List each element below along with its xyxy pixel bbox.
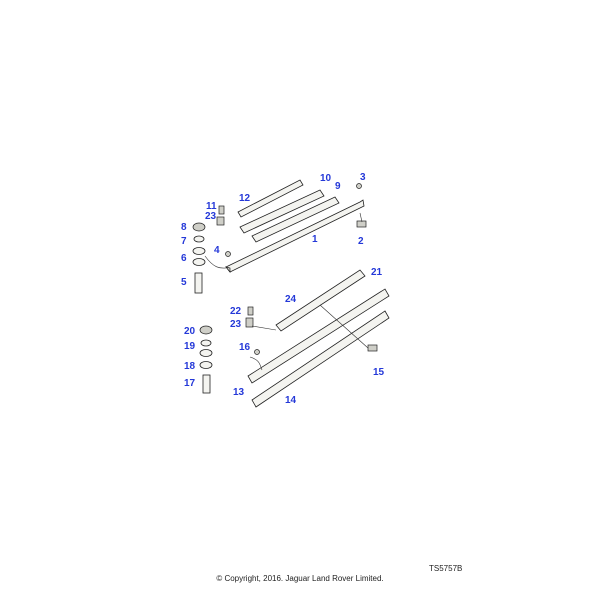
part-11-bolt — [218, 205, 225, 215]
part-6-washer — [192, 247, 206, 255]
callout-3: 3 — [360, 172, 366, 183]
callout-21: 21 — [371, 267, 383, 278]
part-5-bolt — [194, 272, 203, 294]
part-19-washer — [200, 339, 212, 347]
callout-4: 4 — [214, 245, 220, 256]
callout-23: 23 — [205, 211, 217, 222]
callout-8: 8 — [181, 222, 187, 233]
part-10-rail — [239, 189, 325, 234]
callout-18: 18 — [184, 361, 196, 372]
callout-6: 6 — [181, 253, 187, 264]
callout-9: 9 — [335, 181, 341, 192]
part-20-nut — [199, 325, 213, 335]
part-9-rail — [251, 196, 340, 243]
part-16-nut — [254, 349, 260, 355]
callout-24: 24 — [285, 294, 297, 305]
callout-14: 14 — [285, 395, 297, 406]
callout-23: 23 — [230, 319, 242, 330]
part-17-bolt — [202, 374, 211, 394]
part-4-nut — [225, 251, 231, 257]
callout-1: 1 — [312, 234, 318, 245]
callout-2: 2 — [358, 236, 364, 247]
callout-13: 13 — [233, 387, 245, 398]
part-3-nut — [356, 183, 362, 189]
part-22-bolt — [247, 306, 254, 316]
callout-7: 7 — [181, 236, 187, 247]
part-15-clip — [367, 344, 378, 352]
callout-15: 15 — [373, 367, 385, 378]
callout-17: 17 — [184, 378, 196, 389]
illustration-reference: TS5757B — [429, 564, 463, 573]
leader-lines — [204, 212, 369, 371]
part-24-rail — [275, 269, 366, 332]
callout-10: 10 — [320, 173, 332, 184]
part-23-clip-lower — [245, 317, 254, 328]
callout-22: 22 — [230, 306, 242, 317]
part-18-washer — [199, 349, 213, 357]
part-18-washer-2 — [199, 361, 213, 369]
part-6-washer-2 — [192, 258, 206, 266]
part-8-nut — [192, 222, 206, 232]
callout-5: 5 — [181, 277, 187, 288]
copyright-notice: © Copyright, 2016. Jaguar Land Rover Lim… — [216, 574, 384, 583]
part-2-clip — [356, 220, 367, 228]
part-14-rail — [251, 310, 390, 408]
callout-11: 11 — [206, 201, 217, 212]
part-23-clip — [216, 216, 225, 226]
callout-12: 12 — [239, 193, 251, 204]
part-1-rail-lip — [225, 266, 231, 273]
part-7-washer — [193, 235, 205, 243]
callout-19: 19 — [184, 341, 196, 352]
callout-20: 20 — [184, 326, 196, 337]
part-13-rail — [247, 288, 390, 384]
callout-16: 16 — [239, 342, 251, 353]
part-12-rail — [237, 179, 304, 218]
